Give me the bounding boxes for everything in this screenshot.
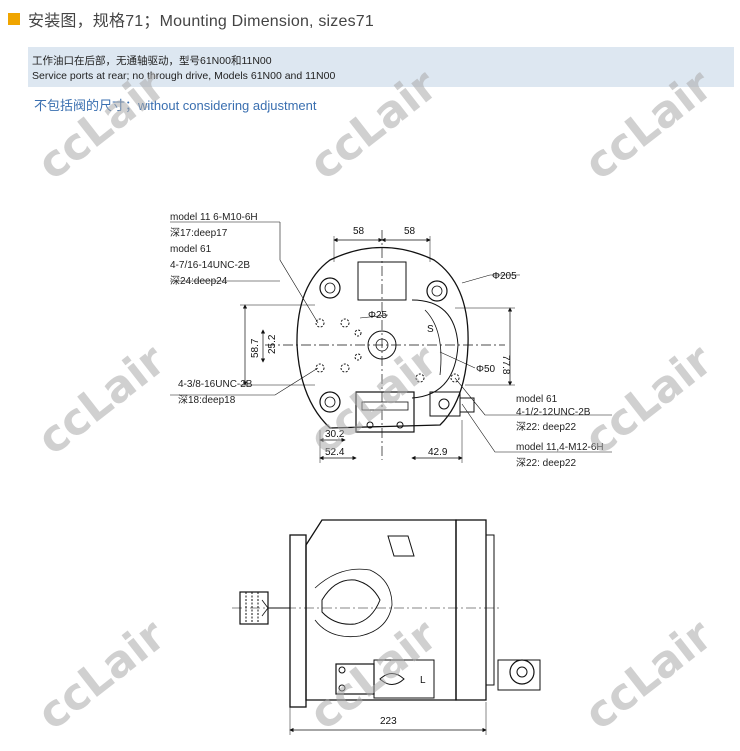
info-line-chinese: 工作油口在后部，无通轴驱动，型号61N00和11N00 [32, 55, 272, 67]
subtitle: 不包括阀的尺寸；without considering adjustment [34, 98, 317, 113]
info-line-english: Service ports at rear; no through drive,… [32, 70, 336, 82]
section-title: 安装图，规格71；Mounting Dimension, sizes71 [28, 13, 374, 30]
dim-label: 52.4 [325, 447, 345, 458]
callout-text: 深18:deep18 [178, 394, 236, 406]
dim-label: 77.8 [500, 355, 511, 375]
callout-text: 4-1/2-12UNC-2B [516, 407, 591, 418]
callout-text: model 61 [516, 394, 558, 405]
dim-label: 223 [380, 716, 397, 727]
dim-label: Φ50 [476, 364, 496, 375]
dim-label: 58.7 [250, 338, 261, 358]
dim-label: Φ205 [492, 271, 517, 282]
title-bullet-icon [8, 13, 20, 25]
callout-text: 深22: deep22 [516, 421, 576, 433]
dim-label: Φ25 [368, 310, 388, 321]
port-label: L [420, 675, 426, 686]
callout-text: 4-3/8-16UNC-2B [178, 379, 253, 390]
callout-text: model 11 6-M10-6H [170, 212, 258, 223]
front-view [170, 221, 612, 463]
front-callout-bottom-left: 4-3/8-16UNC-2B 深18:deep18 [178, 379, 253, 406]
callout-text: model 11,4-M12-6H [516, 442, 604, 453]
callout-text: 深24:deep24 [170, 275, 228, 287]
port-label: S [427, 324, 434, 335]
section-title-row: 安装图，规格71；Mounting Dimension, sizes71 [8, 6, 374, 32]
side-view-labels: 223 L [380, 675, 426, 727]
front-callout-top-left: model 11 6-M10-6H 深17:deep17 model 61 4-… [170, 212, 258, 287]
dim-label: 58 [353, 226, 365, 237]
callout-text: model 61 [170, 244, 212, 255]
dim-label: 25.2 [267, 334, 278, 354]
info-box: 工作油口在后部，无通轴驱动，型号61N00和11N00 Service port… [28, 47, 734, 87]
callout-text: 深22: deep22 [516, 457, 576, 469]
side-view [232, 519, 541, 735]
callout-text: 深17:deep17 [170, 227, 228, 239]
front-dimensions: 58 58 Φ205 Φ25 Φ50 58.7 25.2 77.8 30.2 5… [250, 226, 517, 458]
front-callout-right: model 61 4-1/2-12UNC-2B 深22: deep22 mode… [516, 394, 604, 469]
dim-label: 58 [404, 226, 416, 237]
dim-label: 30.2 [325, 429, 345, 440]
callout-text: 4-7/16-14UNC-2B [170, 260, 250, 271]
dim-label: 42.9 [428, 447, 448, 458]
